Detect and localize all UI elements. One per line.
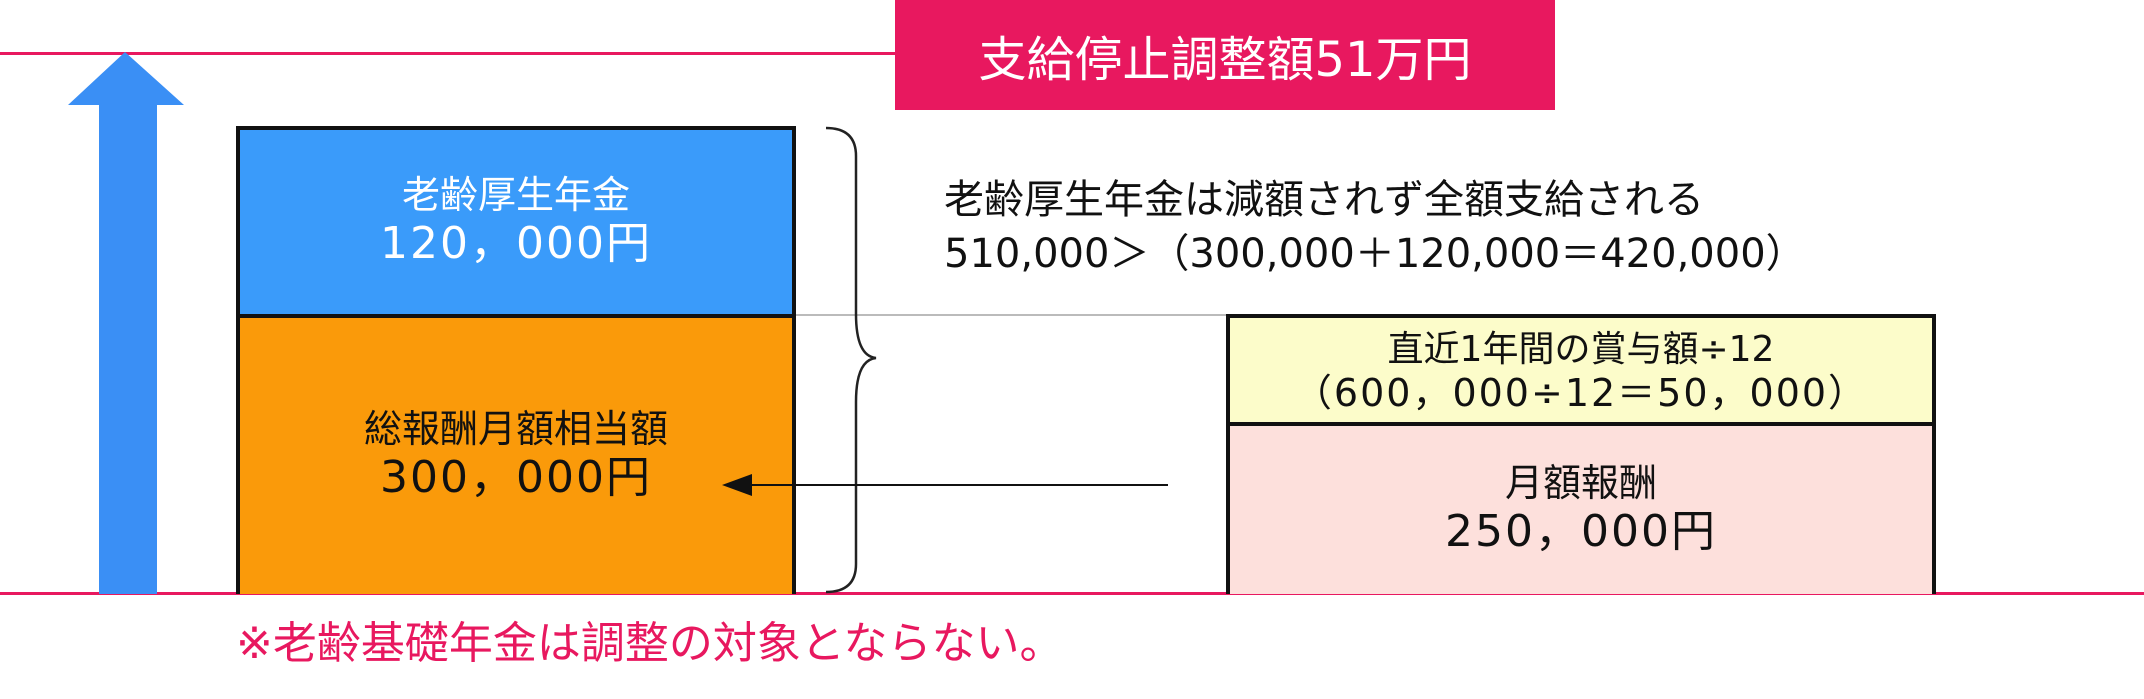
left-arrow-icon xyxy=(722,474,1168,496)
limit-label: 支給停止調整額51万円 xyxy=(978,32,1472,88)
limit-label-badge: 支給停止調整額51万円 xyxy=(895,0,1555,110)
salary-title: 月額報酬 xyxy=(1504,460,1657,505)
explanation-line2: 510,000＞（300,000＋120,000＝420,000） xyxy=(944,231,1806,277)
total-amount: 300，000円 xyxy=(380,452,652,504)
bonus-title: 直近1年間の賞与額÷12 xyxy=(1387,328,1775,370)
limit-line xyxy=(0,52,895,55)
salary-amount: 250，000円 xyxy=(1445,506,1717,558)
explanation-line1: 老齢厚生年金は減額されず全額支給される xyxy=(944,177,1704,223)
bonus-calc: （600，000÷12＝50，000） xyxy=(1293,370,1869,415)
pension-box: 老齢厚生年金 120，000円 xyxy=(236,126,796,318)
total-title: 総報酬月額相当額 xyxy=(363,406,668,451)
pension-title: 老齢厚生年金 xyxy=(401,172,630,217)
salary-box: 月額報酬 250，000円 xyxy=(1226,422,1936,594)
baseline xyxy=(0,592,2144,595)
footnote: ※老齢基礎年金は調整の対象とならない。 xyxy=(236,618,1064,669)
total-remuneration-box: 総報酬月額相当額 300，000円 xyxy=(236,314,796,594)
up-arrow-icon xyxy=(68,52,184,594)
bonus-box: 直近1年間の賞与額÷12 （600，000÷12＝50，000） xyxy=(1226,314,1936,426)
explanation: 老齢厚生年金は減額されず全額支給される 510,000＞（300,000＋120… xyxy=(944,176,1806,278)
pension-amount: 120，000円 xyxy=(380,218,652,270)
curly-brace xyxy=(825,126,877,594)
connector-line xyxy=(796,314,1226,316)
